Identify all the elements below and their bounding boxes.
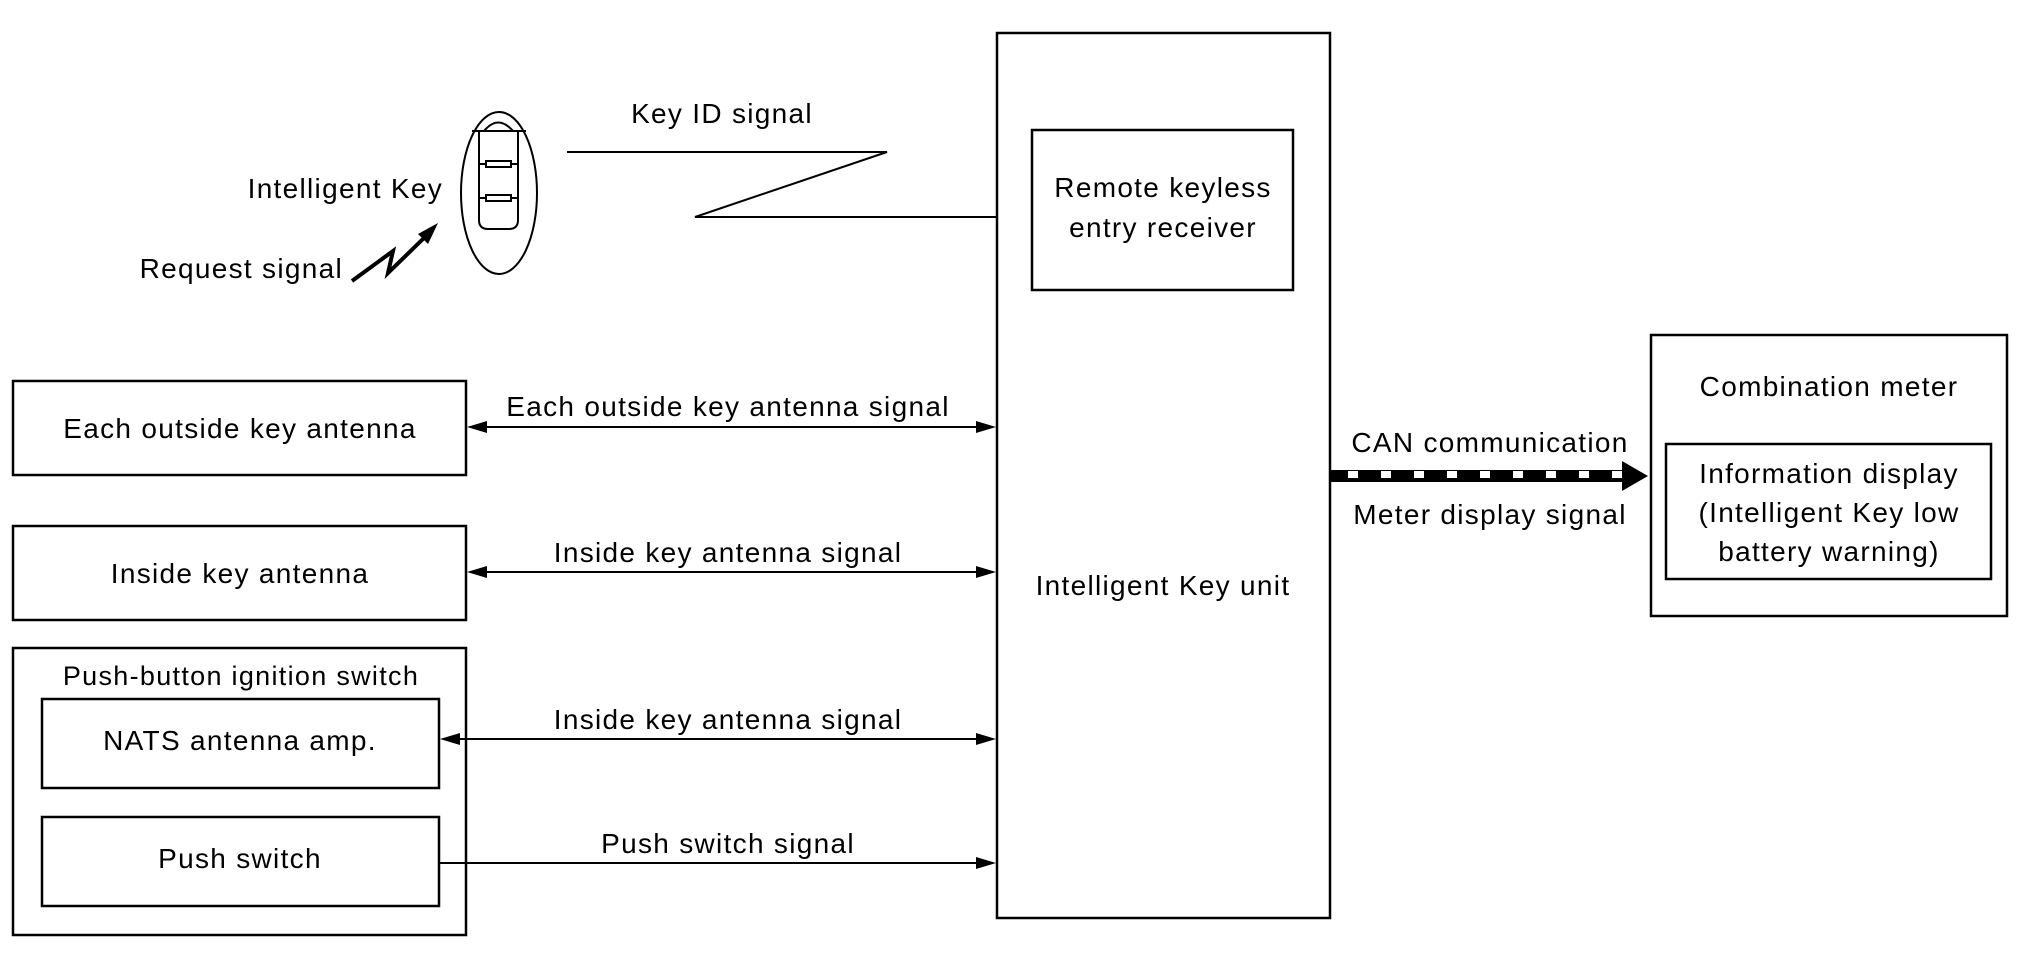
nats-signal-label: Inside key antenna signal bbox=[554, 704, 903, 735]
receiver-label-line2: entry receiver bbox=[1069, 212, 1257, 243]
push-switch-box bbox=[40, 815, 441, 908]
information-display-line1: Information display bbox=[1699, 458, 1959, 489]
outside-antenna-signal-arrow bbox=[467, 421, 996, 433]
inside-antenna-signal-label: Inside key antenna signal bbox=[554, 537, 903, 568]
push-switch-label: Push switch bbox=[158, 843, 322, 874]
inside-antenna-signal-arrow bbox=[467, 566, 996, 578]
nats-signal-arrow bbox=[440, 733, 996, 745]
intelligent-key-unit-label: Intelligent Key unit bbox=[1036, 570, 1291, 601]
wireless-zigzag-icon bbox=[567, 151, 1032, 223]
meter-display-signal-label: Meter display signal bbox=[1353, 499, 1626, 530]
wireless-signal-icon bbox=[350, 223, 438, 283]
inside-key-antenna-box bbox=[11, 524, 468, 622]
information-display-line3: battery warning) bbox=[1718, 536, 1940, 567]
key-fob-icon bbox=[460, 111, 538, 275]
information-display-box bbox=[1664, 442, 1993, 581]
nats-antenna-amp-box bbox=[40, 697, 441, 790]
intelligent-key-label: Intelligent Key bbox=[248, 173, 443, 204]
receiver-label-line1: Remote keyless bbox=[1054, 172, 1271, 203]
inside-key-antenna-label: Inside key antenna bbox=[111, 558, 369, 589]
outside-antenna-signal-label: Each outside key antenna signal bbox=[506, 391, 949, 422]
can-communication-arrow bbox=[1330, 461, 1648, 491]
outside-key-antenna-box bbox=[11, 379, 468, 477]
push-button-ignition-switch-label: Push-button ignition switch bbox=[63, 661, 419, 691]
push-switch-signal-label: Push switch signal bbox=[601, 828, 855, 859]
request-signal-label: Request signal bbox=[140, 253, 343, 284]
key-id-signal-label: Key ID signal bbox=[631, 98, 813, 129]
nats-antenna-amp-label: NATS antenna amp. bbox=[103, 725, 377, 756]
outside-key-antenna-label: Each outside key antenna bbox=[63, 413, 416, 444]
combination-meter-label: Combination meter bbox=[1700, 371, 1959, 402]
push-switch-signal-arrow bbox=[439, 857, 996, 869]
remote-keyless-entry-receiver-box bbox=[1030, 128, 1295, 292]
can-communication-label: CAN communication bbox=[1351, 427, 1628, 458]
information-display-line2: (Intelligent Key low bbox=[1698, 497, 1959, 528]
